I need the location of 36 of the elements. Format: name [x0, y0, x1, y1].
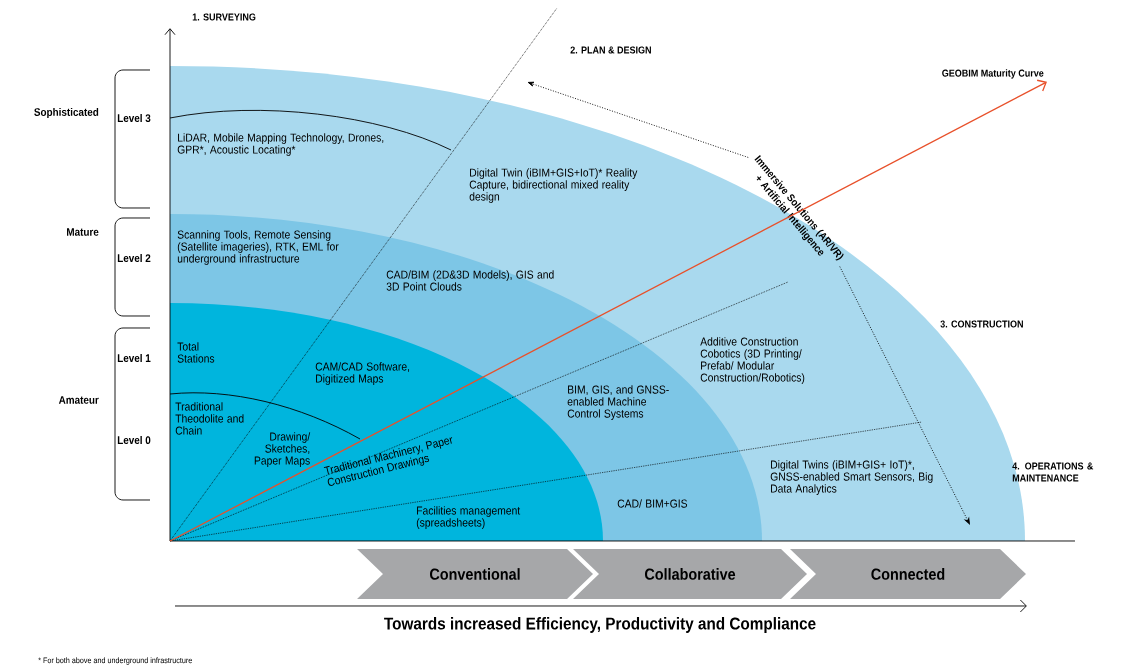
band-text: Drawing/ Sketches, Paper Maps	[254, 432, 311, 467]
curve-arrow	[169, 79, 1047, 542]
label: * For both above and underground infrastructure	[38, 657, 192, 665]
label: Sophisticated	[34, 107, 99, 119]
band-text: Traditional Theodolite and Chain	[175, 402, 244, 435]
band-text: Scanning Tools, Remote Sensing (Satellite imageries), RTK, EML for underground infrastructure	[177, 230, 339, 265]
dotted-arrow	[527, 81, 749, 158]
label: Level 2	[117, 253, 151, 263]
band-text: Total Stations	[177, 342, 215, 363]
stage-box: Connected	[790, 549, 1026, 599]
node-label: Collaborative	[644, 568, 736, 580]
band-text: Digital Twin (iBIM+GIS+IoT)* Reality Capture, bidirectional mixed reality design	[469, 168, 638, 203]
stage-box: Collaborative	[573, 549, 807, 599]
band-text: BIM, GIS, and GNSS-enabled Machine Control Systems	[567, 385, 669, 420]
node-label: Connected	[871, 568, 945, 580]
band-text: LiDAR, Mobile Mapping Technology, Drones, GPR*, Acoustic Locating*	[177, 133, 384, 156]
curve-label: GEOBIM Maturity Curve	[942, 69, 1044, 79]
label: Level 3	[117, 113, 151, 123]
label: Towards increased Efficiency, Productivity and Compliance	[384, 617, 816, 633]
band-text: Facilities management (spreadsheets)	[416, 506, 521, 529]
stage-box: Conventional	[357, 549, 593, 599]
band-text: CAD/ BIM+GIS	[617, 499, 688, 508]
label: Level 0	[117, 435, 151, 445]
band-text: Digital Twins (iBIM+GIS+ IoT)*, GNSS-enabled Smart Sensors, Big Data Analytics	[770, 460, 933, 495]
band-text: CAD/BIM (2D&3D Models), GIS and 3D Point Clouds	[386, 270, 554, 291]
label: 4. OPERATIONS & MAINTENANCE	[1012, 462, 1094, 482]
band-text: Additive Construction Cobotics (3D Printing/ Prefab/ Modular Construction/Robotics)	[700, 337, 805, 384]
label: 3. CONSTRUCTION	[940, 320, 1023, 328]
label: Level 1	[117, 353, 151, 363]
label: 2. PLAN & DESIGN	[570, 46, 651, 54]
label: Mature	[67, 228, 99, 236]
node-label: Conventional	[430, 568, 520, 580]
label: Amateur	[58, 396, 99, 404]
band-text: CAM/CAD Software, Digitized Maps	[315, 362, 410, 385]
label: 1. SURVEYING	[192, 13, 256, 21]
dotted-arrow	[839, 266, 970, 525]
